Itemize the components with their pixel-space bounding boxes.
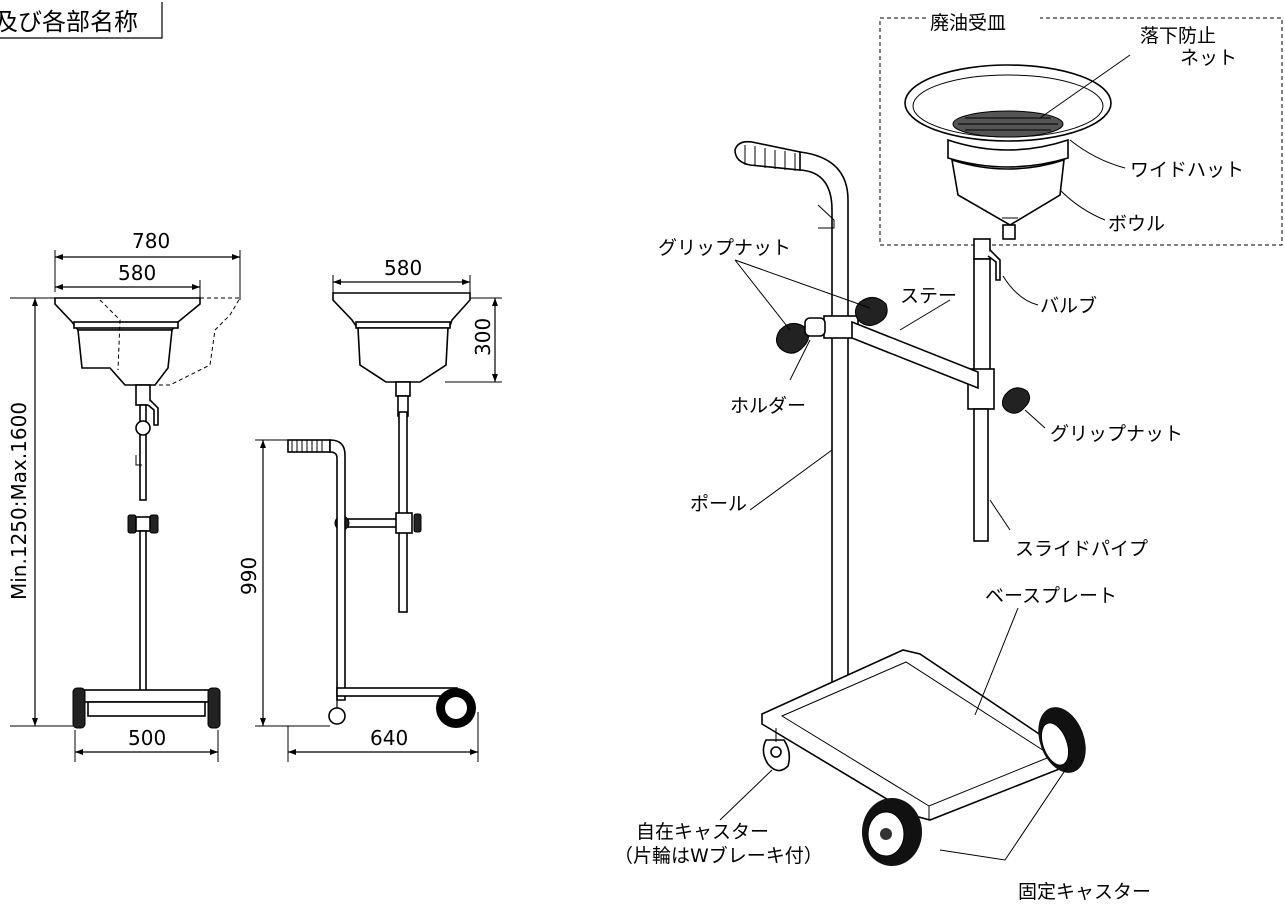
label-free-caster-2: （片輪はWブレーキ付） (614, 844, 823, 867)
dim-500: 500 (128, 726, 166, 750)
label-valve: バルブ (1040, 294, 1097, 317)
dim-580-front: 580 (118, 261, 156, 285)
label-drop-net-1: 落下防止 (1140, 25, 1216, 47)
front-view: 780 580 Min.1250:Max.1600 (7, 229, 241, 762)
side-view: 580 300 990 (237, 256, 502, 762)
section-title: 及び各部名称 (0, 8, 138, 36)
label-drop-net-2: ネット (1180, 47, 1237, 69)
title-box: 及び各部名称 (0, 2, 163, 39)
dim-780: 780 (132, 229, 170, 253)
label-waste-oil-pan: 廃油受皿 (930, 12, 1006, 34)
label-base-plate: ベースプレート (985, 585, 1117, 607)
label-wide-hat: ワイドハット (1130, 159, 1244, 181)
dim-300: 300 (471, 318, 495, 356)
dim-990: 990 (237, 557, 261, 595)
label-pole: ポール (690, 493, 747, 515)
label-holder: ホルダー (730, 395, 806, 417)
label-grip-nut-top: グリップナット (658, 237, 791, 259)
label-stay: ステー (900, 285, 957, 307)
label-grip-nut-right: グリップナット (1050, 423, 1183, 445)
label-slide-pipe: スライドパイプ (1015, 538, 1148, 560)
label-free-caster-1: 自在キャスター (636, 821, 769, 843)
dim-640: 640 (370, 726, 408, 750)
dim-580-side: 580 (384, 256, 422, 280)
dim-height-range: Min.1250:Max.1600 (7, 402, 31, 600)
perspective-view: 廃油受皿 (614, 12, 1283, 903)
label-fixed-caster: 固定キャスター (1018, 881, 1151, 903)
label-bowl: ボウル (1108, 213, 1165, 235)
